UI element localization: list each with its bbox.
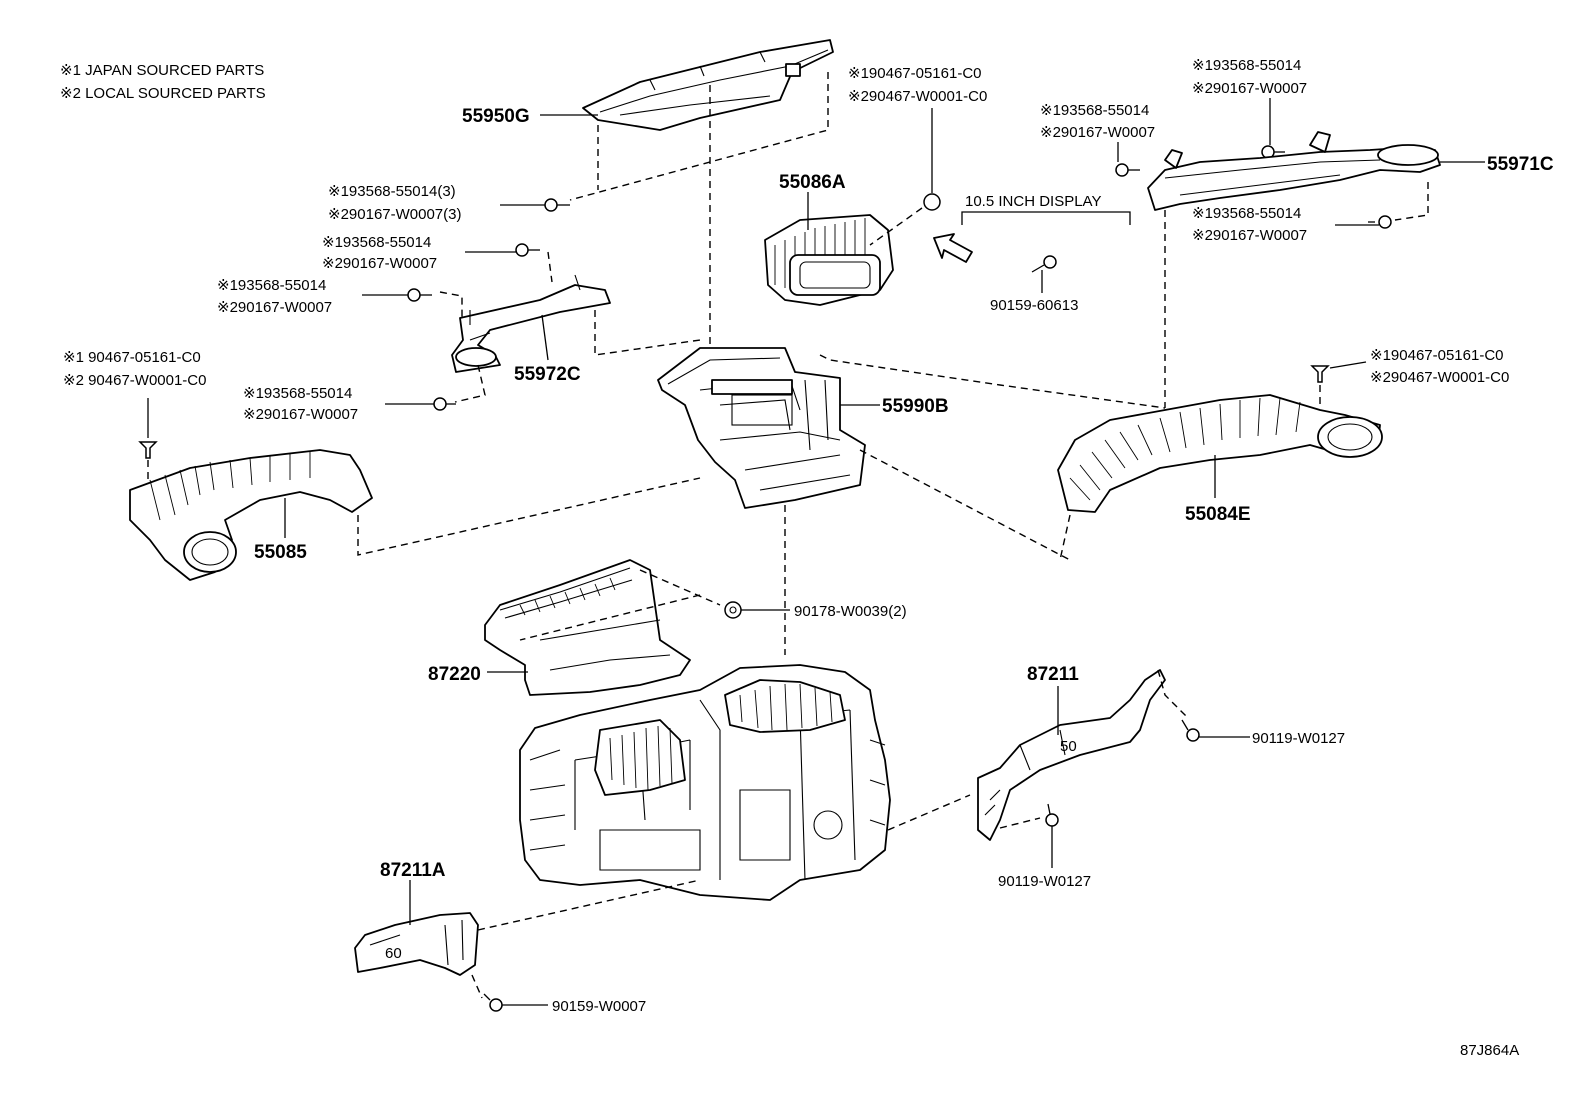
fastener-screw-r2-jp: ※193568-55014	[1192, 57, 1301, 74]
bolt-87211-upper: 90119-W0127	[1252, 730, 1345, 747]
fastener-clip-left-jp: ※1 90467-05161-C0	[63, 349, 201, 366]
part-55084e-duct[interactable]	[1057, 394, 1383, 513]
fastener-screw-r1-local: ※290167-W0007	[1040, 124, 1155, 141]
bolt-87211-lower: 90119-W0127	[998, 873, 1091, 890]
part-55972c-duct[interactable]	[451, 274, 611, 373]
legend-local-sourced: ※2 LOCAL SOURCED PARTS	[60, 85, 266, 102]
part-55086a-register[interactable]	[764, 214, 894, 306]
part-hvac-unit[interactable]	[519, 664, 891, 901]
label-55971c: 55971C	[1487, 154, 1554, 175]
display-size-note: 10.5 INCH DISPLAY	[965, 193, 1101, 210]
screw-icon	[1181, 719, 1200, 742]
bolt-87211a: 90159-W0007	[552, 998, 646, 1015]
fastener-clip-center-local: ※290467-W0001-C0	[848, 88, 987, 105]
fastener-screw-l1-jp: ※193568-55014	[322, 234, 431, 251]
screw-icon	[433, 397, 456, 411]
fastener-screw-l1-local: ※290167-W0007	[322, 255, 437, 272]
part-87220-cover[interactable]	[484, 559, 691, 696]
fastener-screw-r1-jp: ※193568-55014	[1040, 102, 1149, 119]
fastener-screw-l2-jp: ※193568-55014	[217, 277, 326, 294]
screw-icon	[407, 288, 432, 302]
label-55085: 55085	[254, 542, 307, 563]
fastener-screw-r3-local: ※290167-W0007	[1192, 227, 1307, 244]
part-55990b-bracket[interactable]	[657, 347, 866, 509]
screw-icon	[1368, 215, 1392, 229]
fastener-screw-top-jp: ※193568-55014(3)	[328, 183, 456, 200]
bracket-stamp: 50	[1060, 738, 1077, 755]
bolt-display: 90159-60613	[990, 297, 1078, 314]
clip-icon	[138, 441, 158, 459]
nut-icon	[724, 601, 742, 619]
screw-icon	[544, 198, 570, 212]
clip-icon	[923, 193, 941, 211]
label-87220: 87220	[428, 664, 481, 685]
label-87211a: 87211A	[380, 860, 446, 881]
part-55950g-panel[interactable]	[582, 39, 834, 131]
clip-icon	[1310, 365, 1330, 383]
part-87211a-bracket[interactable]: 60	[354, 912, 479, 976]
screw-icon	[483, 993, 503, 1012]
fastener-clip-left-local: ※2 90467-W0001-C0	[63, 372, 206, 389]
screw-icon	[515, 243, 540, 257]
screw-icon	[1045, 803, 1059, 827]
fastener-screw-l3-local: ※290167-W0007	[243, 406, 358, 423]
fastener-screw-r2-local: ※290167-W0007	[1192, 80, 1307, 97]
diagram-id: 87J864A	[1460, 1042, 1519, 1059]
label-55950g: 55950G	[462, 106, 530, 127]
fastener-screw-l2-local: ※290167-W0007	[217, 299, 332, 316]
bracket-stamp: 60	[385, 945, 402, 962]
fastener-clip-right-jp: ※190467-05161-C0	[1370, 347, 1504, 364]
label-55086a: 55086A	[779, 172, 846, 193]
part-87211-bracket[interactable]: 50	[977, 669, 1166, 841]
label-55084e: 55084E	[1185, 504, 1251, 525]
part-55971c-duct[interactable]	[1147, 131, 1441, 211]
screw-icon	[1031, 255, 1057, 273]
fastener-clip-center-jp: ※190467-05161-C0	[848, 65, 982, 82]
fastener-screw-top-local: ※290167-W0007(3)	[328, 206, 461, 223]
nut-87220: 90178-W0039(2)	[794, 603, 907, 620]
label-55990b: 55990B	[882, 396, 949, 417]
label-55972c: 55972C	[514, 364, 581, 385]
fastener-screw-r3-jp: ※193568-55014	[1192, 205, 1301, 222]
screw-icon	[1115, 163, 1140, 177]
legend-japan-sourced: ※1 JAPAN SOURCED PARTS	[60, 62, 264, 79]
fastener-screw-l3-jp: ※193568-55014	[243, 385, 352, 402]
fastener-clip-right-local: ※290467-W0001-C0	[1370, 369, 1509, 386]
arrow-pointer-icon	[933, 233, 973, 263]
label-87211: 87211	[1027, 664, 1079, 685]
part-55085-duct[interactable]	[129, 449, 373, 581]
